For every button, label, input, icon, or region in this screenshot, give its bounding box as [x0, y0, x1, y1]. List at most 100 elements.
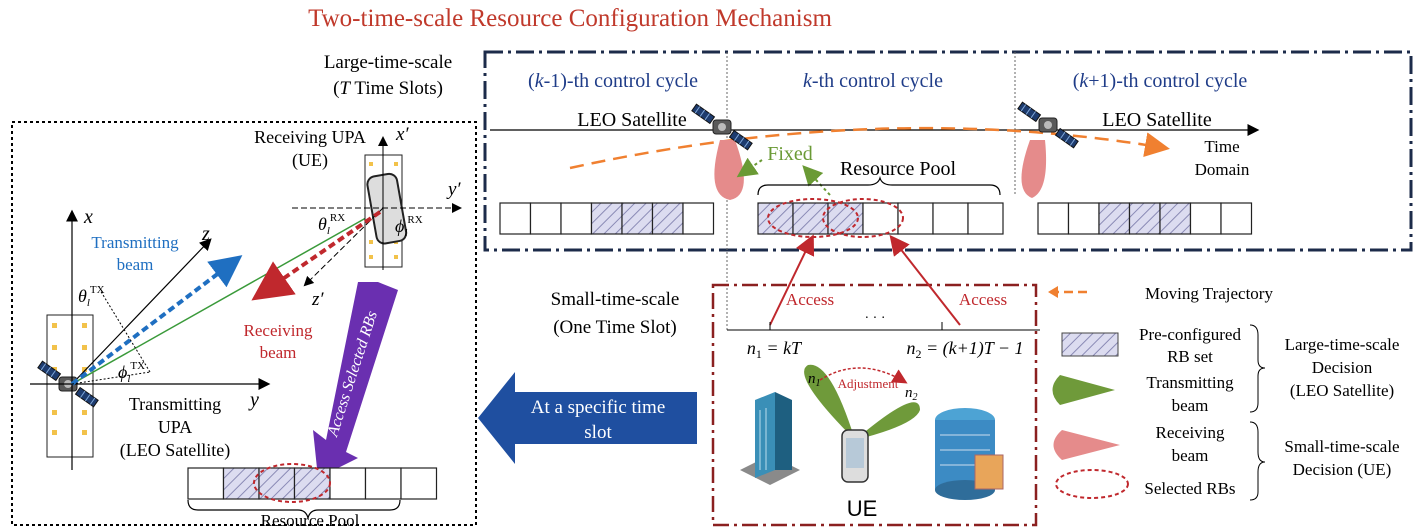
beam-n2-label: n2: [905, 385, 918, 403]
phi-rx-label: ϕlRX: [395, 214, 423, 239]
resource-block: [529, 202, 562, 235]
access-label-left: Access: [786, 290, 834, 309]
fixed-arrow: [802, 165, 831, 196]
fixed-label: Fixed: [767, 143, 813, 165]
small-scale-label: Small-time-scale: [551, 289, 680, 310]
rb-row-next: [1037, 202, 1253, 235]
upa-panel-frame: [11, 121, 477, 526]
legend-transmitting-beam-icon: [1052, 375, 1115, 405]
legend-preconfigured-1: Pre-configured: [1139, 325, 1241, 344]
axis-zp-label: z′: [311, 289, 324, 310]
adjustment-label: Adjustment: [838, 376, 899, 391]
time-domain-label-2: Domain: [1195, 160, 1250, 179]
legend-small-decision-2: Decision (UE): [1293, 460, 1392, 479]
resource-block: [1098, 202, 1131, 235]
resource-block: [1189, 202, 1222, 235]
link-line: [71, 209, 381, 385]
rx-upa-label-2: (UE): [292, 150, 328, 171]
axis-x-label: x: [83, 206, 93, 228]
resource-block: [862, 202, 899, 235]
legend-large-decision-1: Large-time-scale: [1285, 335, 1400, 354]
resource-block: [364, 467, 402, 500]
transmitting-beam-icon: [804, 364, 855, 440]
selected-rbs-ellipse: [253, 463, 331, 503]
ue-label: UE: [847, 496, 878, 521]
legend-selected-rbs-ellipse: [1055, 469, 1129, 499]
legend-brace-large: [1249, 324, 1266, 413]
legend-rx-beam-1: Receiving: [1156, 423, 1225, 442]
legend-selected-rbs: Selected RBs: [1144, 479, 1235, 498]
legend-moving-trajectory: Moving Trajectory: [1145, 284, 1273, 303]
rx-beam-label-2: beam: [260, 343, 297, 362]
rb-row-prev: [499, 202, 715, 235]
resource-block: [560, 202, 593, 235]
legend-preconfigured-swatch: [1061, 332, 1119, 357]
leo-satellite-label-right: LEO Satellite: [1102, 109, 1212, 131]
resource-pool-brace-top: [757, 175, 1001, 196]
leo-satellite-icon: [1017, 101, 1079, 149]
time-slot-arrow-label-1: At a specific time: [531, 397, 666, 418]
moving-trajectory: [569, 126, 1170, 170]
resource-pool-brace-bottom: [187, 499, 401, 519]
receiving-beam-arrow: [251, 210, 382, 301]
projection-line: [99, 289, 151, 373]
resource-block: [651, 202, 684, 235]
rx-beam-label-1: Receiving: [244, 321, 313, 340]
selected-rbs-ellipse: [822, 198, 904, 238]
receiving-beam-icon: [714, 140, 744, 200]
time-slot-arrow-label-2: slot: [584, 422, 612, 443]
axis-y-label: y: [248, 389, 259, 411]
resource-block: [590, 202, 623, 235]
axis-z-line: [71, 238, 212, 385]
receiving-upa: [364, 154, 408, 268]
resource-block: [757, 202, 794, 235]
resource-block: [329, 467, 367, 500]
leo-satellite-label-left: LEO Satellite: [577, 109, 687, 131]
transmitting-beam-icon: [855, 402, 920, 440]
access-arrow: [769, 234, 815, 326]
tx-beam-label-2: beam: [117, 255, 154, 274]
legend-rx-beam-2: beam: [1172, 446, 1209, 465]
tx-upa-label-3: (LEO Satellite): [120, 440, 230, 461]
resource-block: [187, 467, 225, 500]
resource-block: [621, 202, 654, 235]
legend-tx-beam-1: Transmitting: [1146, 373, 1234, 392]
tx-upa-label-1: Transmitting: [129, 394, 221, 414]
theta-rx-label: θlRX: [318, 212, 345, 237]
time-slot-arrow: [478, 372, 697, 464]
cycle-prev-label: (k-1)-th control cycle: [528, 70, 698, 92]
legend-tx-beam-2: beam: [1172, 396, 1209, 415]
resource-pool-label-bottom: Resource Pool: [261, 511, 360, 530]
diagram-title: Two-time-scale Resource Configuration Me…: [308, 5, 832, 32]
resource-block: [1220, 202, 1253, 235]
resource-block: [1037, 202, 1070, 235]
rx-upa-label-1: Receiving UPA: [254, 127, 366, 147]
legend-preconfigured-2: RB set: [1167, 347, 1213, 366]
phi-tx-label: ϕlTX: [118, 360, 145, 385]
small-scale-frame: [711, 283, 1038, 527]
transmitting-beam-arrow: [70, 255, 243, 386]
resource-block: [682, 202, 715, 235]
large-scale-frame: [483, 50, 1413, 252]
axis-xp-label: x′: [395, 124, 409, 145]
resource-block: [1128, 202, 1161, 235]
large-scale-label: Large-time-scale: [324, 52, 452, 73]
slot-dots: · · ·: [865, 311, 886, 326]
resource-block: [258, 467, 296, 500]
resource-block: [932, 202, 969, 235]
phone-icon: [841, 429, 869, 483]
projection-line: [71, 371, 151, 385]
cycle-cur-label: k-th control cycle: [803, 70, 943, 92]
building-icon: [740, 392, 800, 485]
theta-tx-label: θlTX: [78, 284, 105, 309]
legend-brace-small: [1249, 421, 1266, 501]
legend-receiving-beam-icon: [1053, 430, 1120, 460]
small-scale-sub: (One Time Slot): [553, 317, 677, 338]
access-label-right: Access: [959, 290, 1007, 309]
resource-block: [1067, 202, 1100, 235]
axis-z-label: z: [201, 223, 210, 245]
large-scale-sub: (T Time Slots): [333, 78, 443, 99]
access-selected-rbs-arrow: [313, 282, 398, 478]
legend-large-decision-3: (LEO Satellite): [1290, 381, 1394, 400]
